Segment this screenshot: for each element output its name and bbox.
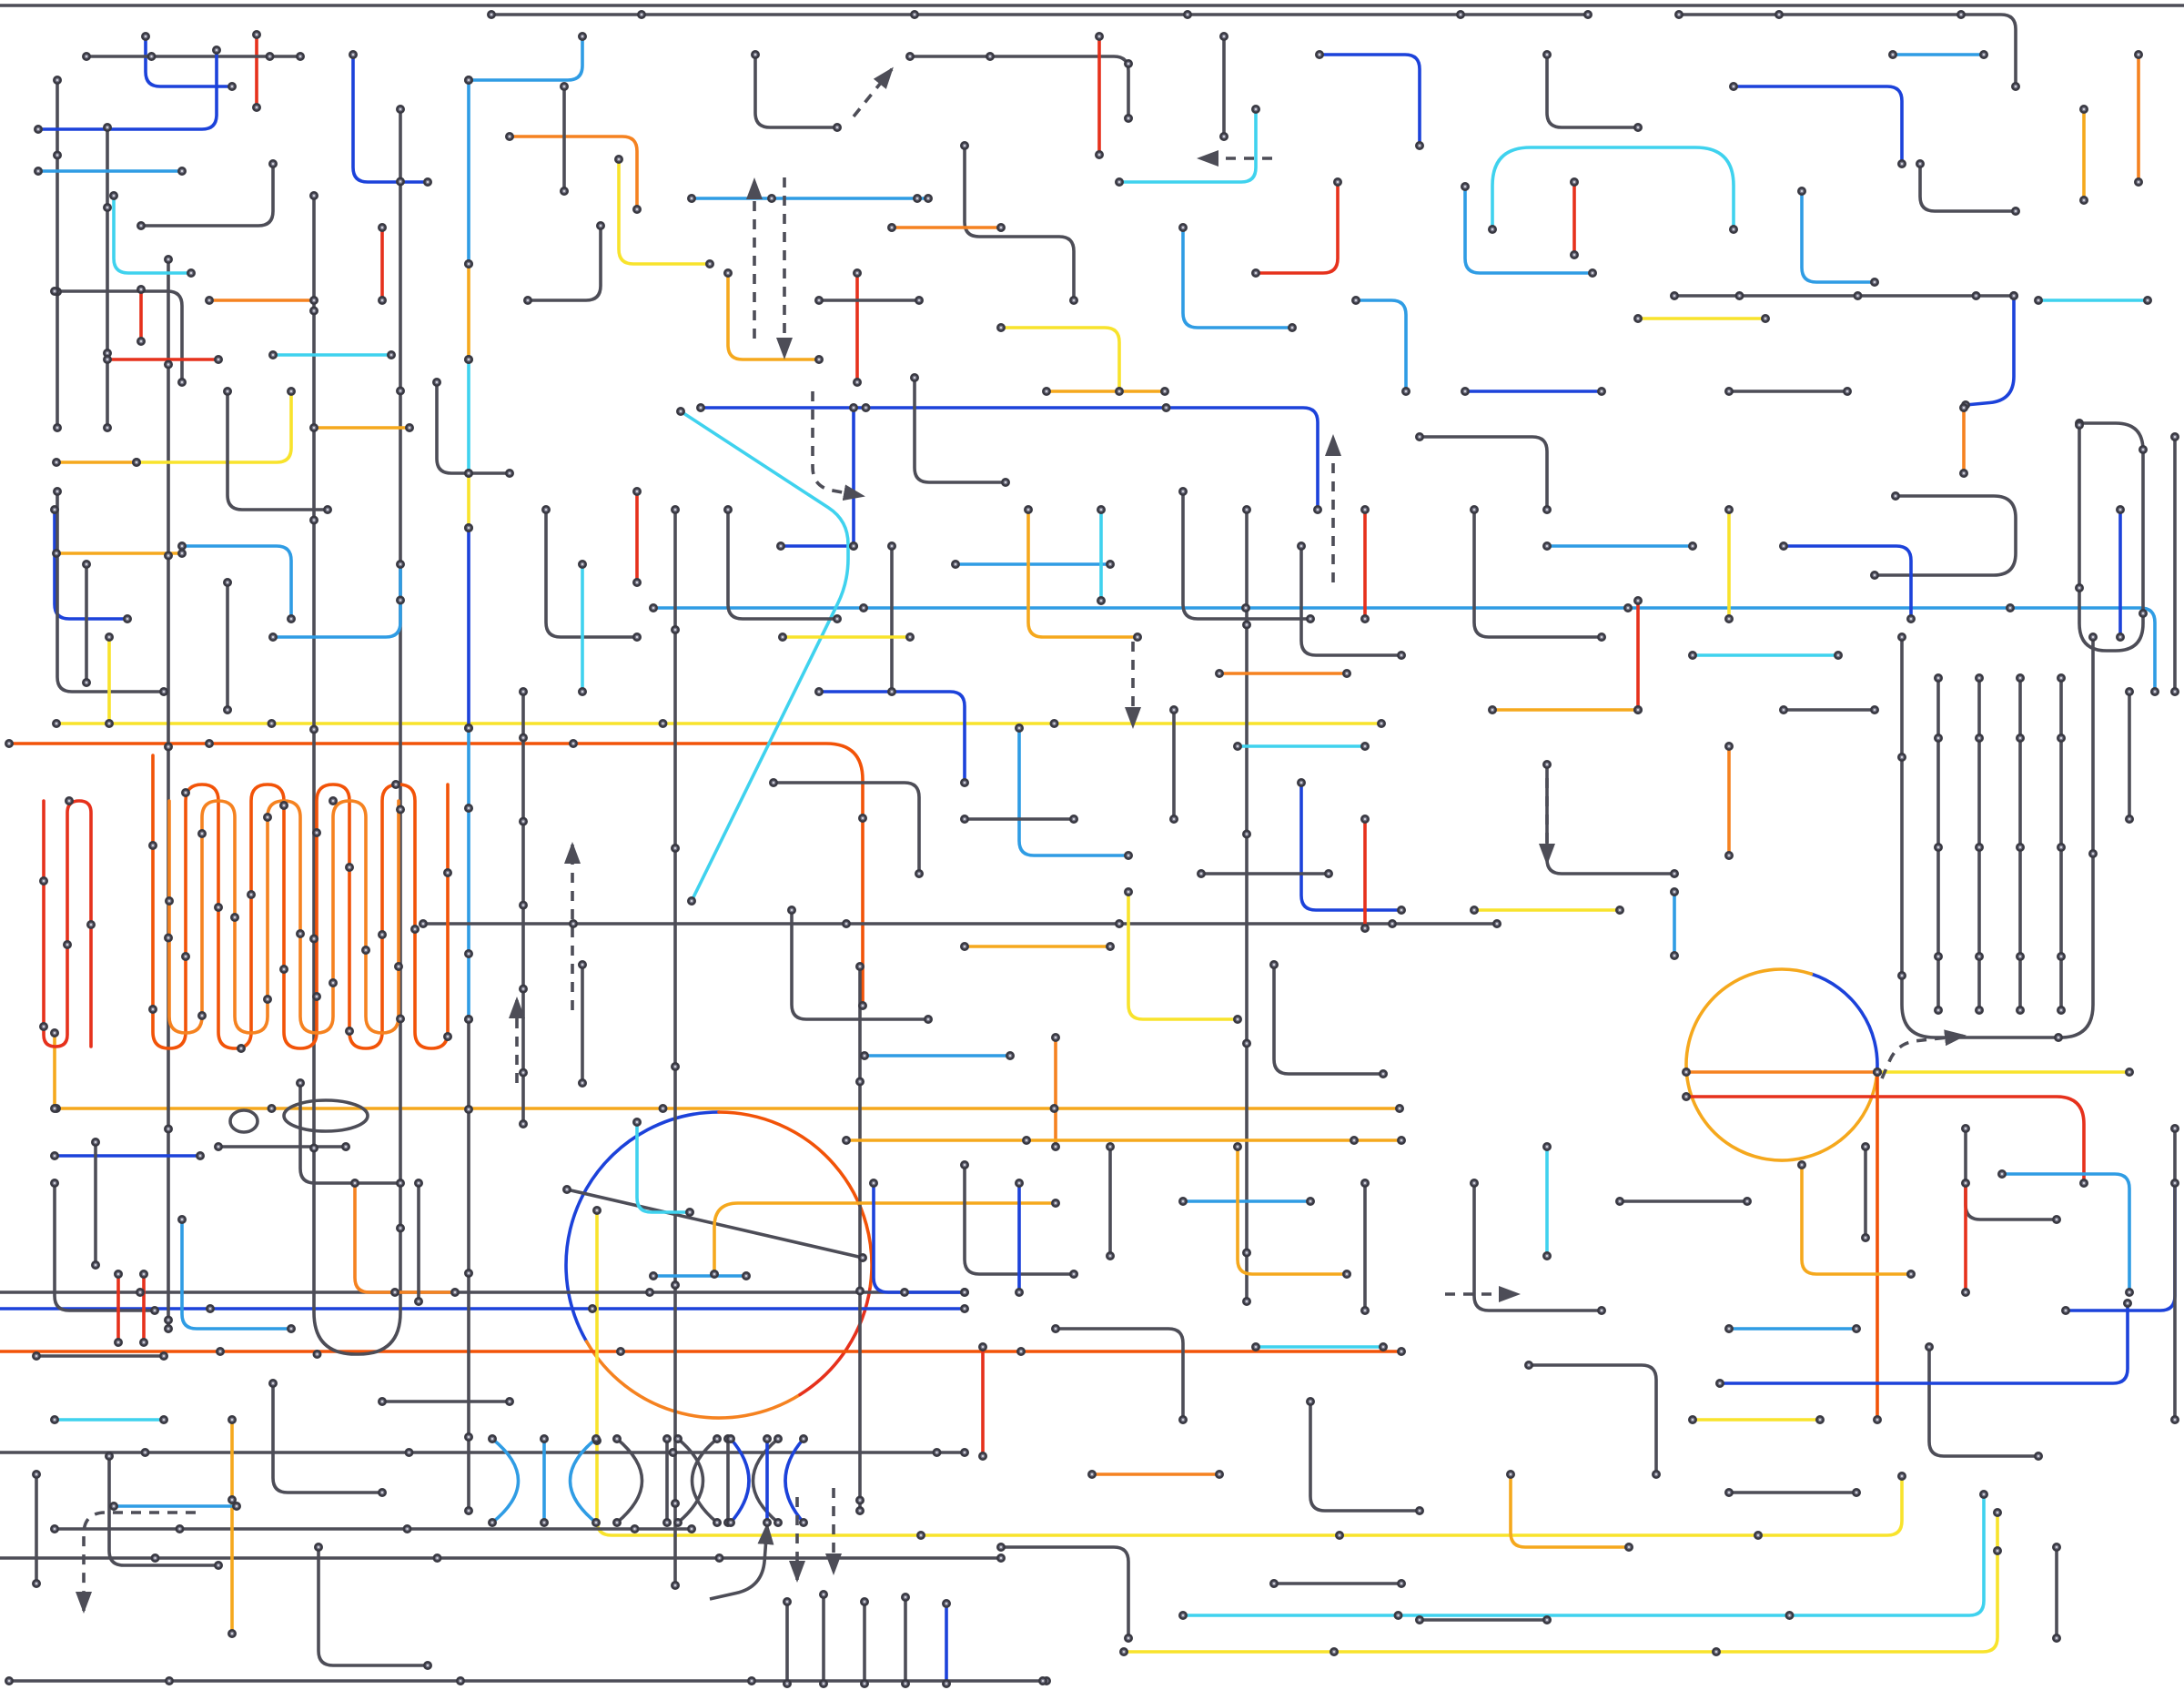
arrows xyxy=(76,66,1967,1614)
route-lines xyxy=(0,4,2184,1685)
big-circles xyxy=(564,967,1879,1420)
station-nodes xyxy=(5,10,2180,1689)
